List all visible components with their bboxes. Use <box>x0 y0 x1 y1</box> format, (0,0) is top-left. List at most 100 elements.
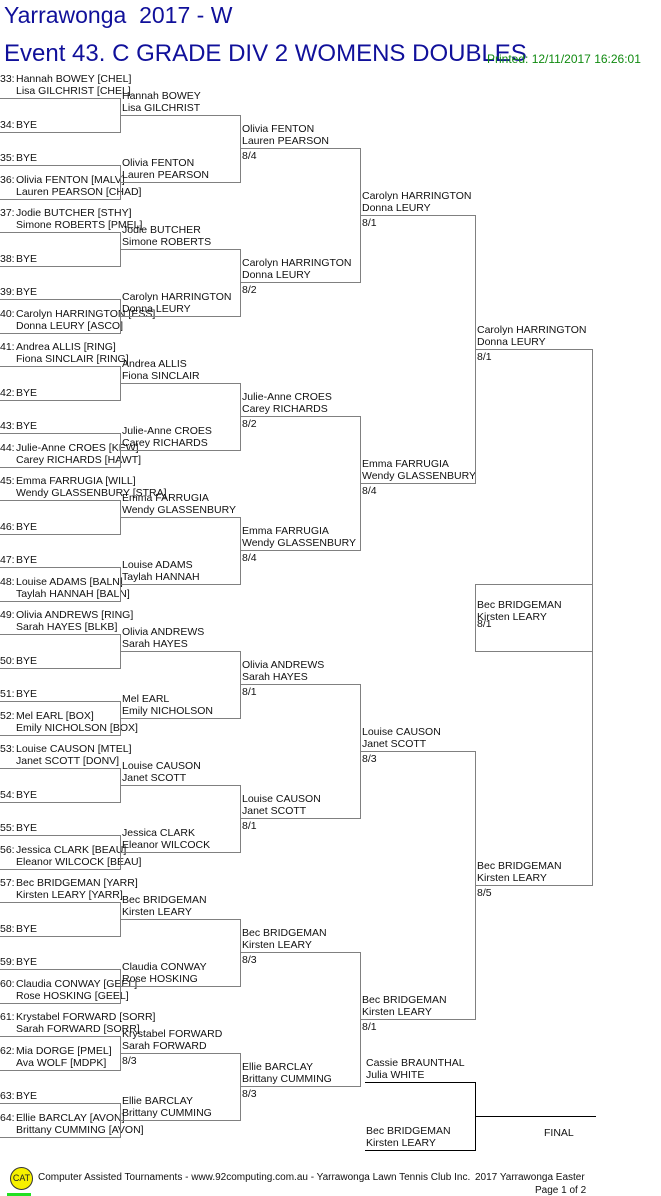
slot-number: 43: <box>0 420 15 432</box>
round2-entry-name: Brittany CUMMING <box>122 1107 212 1119</box>
bracket-line <box>120 316 241 317</box>
logo-underline <box>7 1193 31 1196</box>
round2-entry-name: Sarah HAYES <box>122 638 188 650</box>
round3-entry-score: 8/1 <box>242 686 257 698</box>
slot-player: Andrea ALLIS [RING] <box>16 341 116 353</box>
bracket-line <box>240 818 361 819</box>
round3-entry-name: Carolyn HARRINGTON <box>242 257 352 269</box>
round3-entry-score: 8/4 <box>242 150 257 162</box>
slot-number: 44: <box>0 442 15 454</box>
slot-player: BYE <box>16 822 38 834</box>
slot-player: Carey RICHARDS [HAWT] <box>16 454 142 466</box>
bracket-line <box>0 601 121 602</box>
bracket-line <box>240 651 241 719</box>
slot-number: 50: <box>0 655 15 667</box>
bracket-line <box>0 768 121 769</box>
bracket-line <box>120 718 241 719</box>
round5-entry-name: Carolyn HARRINGTON <box>477 324 587 336</box>
slot-number: 45: <box>0 475 15 487</box>
round2-entry-name: Wendy GLASSENBURY <box>122 504 236 516</box>
round3-entry-name: Olivia FENTON <box>242 123 315 135</box>
round4-entry-score: 8/1 <box>362 217 377 229</box>
bracket-line <box>0 936 121 937</box>
bracket-line <box>120 919 241 920</box>
round4-entry-name: Kirsten LEARY <box>362 1006 432 1018</box>
slot-number: 53: <box>0 743 15 755</box>
slot-player: Emily NICHOLSON [BOX] <box>16 722 138 734</box>
slot-player: Jessica CLARK [BEAU] <box>16 844 127 856</box>
bracket-line <box>475 584 593 585</box>
bracket-line <box>0 232 121 233</box>
bracket-line <box>240 517 241 585</box>
slot-player: Donna LEURY [ASCO] <box>16 320 123 332</box>
tournament-title: Yarrawonga 2017 - W <box>4 2 233 28</box>
bracket-line <box>120 986 241 987</box>
slot-number: 46: <box>0 521 15 533</box>
footer-tournament: 2017 Yarrawonga Easter <box>475 1172 585 1183</box>
round2-entry-name: Louise CAUSON <box>122 760 201 772</box>
round2-entry-name: Claudia CONWAY <box>122 961 207 973</box>
round2-entry-name: Krystabel FORWARD <box>122 1028 223 1040</box>
slot-number: 38: <box>0 253 15 265</box>
round4-entry-name: Janet SCOTT <box>362 738 427 750</box>
slot-number: 41: <box>0 341 15 353</box>
round2-entry-name: Taylah HANNAH <box>122 571 200 583</box>
round4-entry-name: Bec BRIDGEMAN <box>362 994 447 1006</box>
slot-player: BYE <box>16 1090 38 1102</box>
round2-entry-name: Olivia FENTON <box>122 157 195 169</box>
slot-number: 33: <box>0 73 15 85</box>
round3-entry-name: Julie-Anne CROES <box>242 391 332 403</box>
slot-number: 48: <box>0 576 15 588</box>
round2-entry-name: Lisa GILCHRIST <box>122 102 201 114</box>
round3-entry-score: 8/1 <box>242 820 257 832</box>
bracket-line <box>592 349 593 886</box>
slot-player: Sarah HAYES [BLKB] <box>16 621 118 633</box>
round3-entry-name: Bec BRIDGEMAN <box>242 927 327 939</box>
bracket-line <box>0 400 121 401</box>
slot-player: BYE <box>16 119 38 131</box>
bracket-line <box>0 701 121 702</box>
bracket-line <box>0 735 121 736</box>
slot-player: Janet SCOTT [DONV] <box>16 755 120 767</box>
round3-entry-score: 8/2 <box>242 418 257 430</box>
bracket-line <box>0 534 121 535</box>
round3-entry-name: Ellie BARCLAY <box>242 1061 313 1073</box>
round2-entry-name: Ellie BARCLAY <box>122 1095 193 1107</box>
bracket-line <box>0 1070 121 1071</box>
bracket-line <box>365 1150 476 1151</box>
bracket-line <box>0 500 121 501</box>
bracket-line <box>240 249 241 317</box>
slot-number: 56: <box>0 844 15 856</box>
round4-entry-name: Louise CAUSON <box>362 726 441 738</box>
winner-name: Bec BRIDGEMAN <box>477 599 562 611</box>
round4-entry-score: 8/3 <box>362 753 377 765</box>
slot-player: BYE <box>16 956 38 968</box>
round4-entry-name: Carolyn HARRINGTON <box>362 190 472 202</box>
round2-entry-name: Mel EARL <box>122 693 170 705</box>
bracket-line <box>475 584 476 652</box>
round4-entry-score: 8/1 <box>362 1021 377 1033</box>
bracket-line <box>0 634 121 635</box>
bracket-line <box>120 1120 241 1121</box>
slot-number: 52: <box>0 710 15 722</box>
slot-number: 58: <box>0 923 15 935</box>
slot-number: 49: <box>0 609 15 621</box>
bracket-line <box>0 1103 121 1104</box>
slot-number: 61: <box>0 1011 15 1023</box>
round3-entry-name: Sarah HAYES <box>242 671 308 683</box>
slot-player: Brittany CUMMING [AVON] <box>16 1124 144 1136</box>
round2-entry-name: Donna LEURY <box>122 303 191 315</box>
round2-entry-name: Bec BRIDGEMAN <box>122 894 207 906</box>
bracket-line <box>0 1003 121 1004</box>
bracket-line <box>0 433 121 434</box>
bracket-line <box>240 383 241 451</box>
slot-number: 40: <box>0 308 15 320</box>
bracket-line <box>0 902 121 903</box>
round3-entry-name: Olivia ANDREWS <box>242 659 325 671</box>
slot-player: Bec BRIDGEMAN [YARR] <box>16 877 138 889</box>
bracket-line <box>240 684 361 685</box>
slot-number: 54: <box>0 789 15 801</box>
bracket-line <box>240 115 241 183</box>
round3-entry-score: 8/3 <box>242 954 257 966</box>
slot-player: Kirsten LEARY [YARR] <box>16 889 123 901</box>
